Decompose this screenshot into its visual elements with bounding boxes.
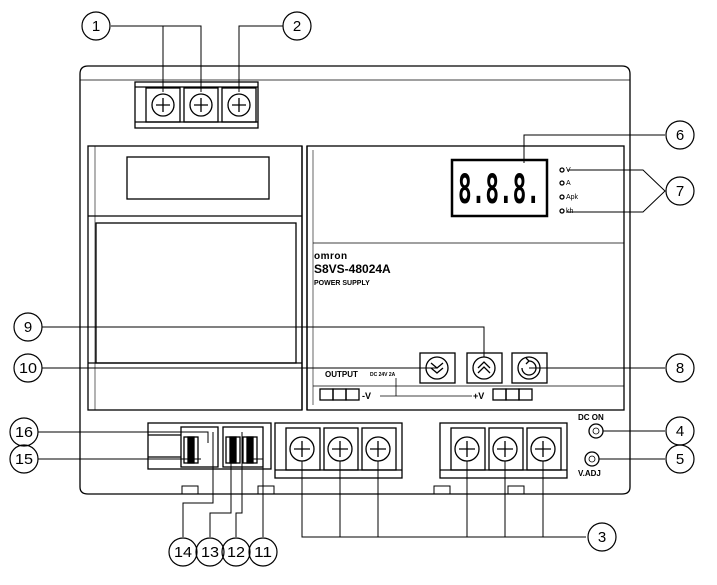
output-terminal-block-plus — [439, 422, 568, 479]
callout-16: 16 — [15, 424, 33, 441]
callout-circles — [9, 11, 695, 567]
housing-outline — [79, 65, 631, 495]
output-plus-marker — [492, 388, 533, 401]
brand-logo: omron — [314, 251, 348, 262]
v-adj-trimmer[interactable] — [584, 451, 600, 467]
indicator-v-icon — [559, 167, 565, 173]
output-label: OUTPUT — [325, 370, 358, 379]
input-terminal-block — [134, 81, 259, 129]
callout-numbers: 1 2 3 4 5 6 7 8 9 10 11 12 13 14 15 16 — [15, 18, 684, 561]
input-screw-1[interactable] — [151, 93, 175, 117]
output-minus-marker — [319, 388, 360, 401]
indicator-a-icon — [559, 180, 565, 186]
callout-5: 5 — [676, 451, 684, 468]
leader-lines — [38, 25, 666, 538]
din-rail-clips — [181, 485, 525, 494]
up-button[interactable] — [466, 352, 503, 384]
callout-14: 14 — [174, 544, 192, 561]
dc-on-led-icon — [588, 423, 604, 439]
callout-11: 11 — [254, 544, 272, 561]
front-panel — [306, 145, 625, 411]
callout-15: 15 — [15, 451, 33, 468]
digital-display — [450, 158, 549, 218]
input-screw-2[interactable] — [189, 93, 213, 117]
v-adj-label: V.ADJ — [578, 469, 601, 478]
left-panel — [87, 145, 308, 411]
callout-4: 4 — [676, 423, 684, 440]
input-screw-3[interactable] — [227, 93, 251, 117]
indicator-apk-icon — [559, 194, 565, 200]
minus-v-label: -V — [362, 391, 371, 401]
callout-13: 13 — [201, 544, 219, 561]
indicator-label-apk: Apk — [566, 194, 579, 201]
output-rating: DC 24V 2A — [370, 372, 396, 378]
callout-2: 2 — [293, 18, 301, 35]
callout-12: 12 — [227, 544, 245, 561]
callout-6: 6 — [676, 127, 684, 144]
model-name: S8VS-48024A — [314, 262, 391, 276]
indicator-label-a: A — [566, 180, 571, 187]
dc-on-label: DC ON — [578, 413, 604, 422]
product-subtitle: POWER SUPPLY — [314, 280, 370, 287]
callout-10: 10 — [19, 360, 37, 377]
plus-v-label: +V — [473, 391, 484, 401]
callout-1: 1 — [92, 18, 100, 35]
indicator-label-v: V — [566, 167, 571, 174]
callout-9: 9 — [24, 319, 32, 336]
signal-connector — [147, 422, 272, 470]
callout-8: 8 — [676, 360, 684, 377]
indicator-kh-icon — [559, 208, 565, 214]
display-digits: 8.8.8. — [458, 167, 540, 213]
indicator-label-kh: kh — [566, 208, 574, 215]
output-terminal-block-minus — [274, 422, 403, 479]
callout-7: 7 — [676, 183, 684, 200]
callout-3: 3 — [598, 529, 606, 546]
